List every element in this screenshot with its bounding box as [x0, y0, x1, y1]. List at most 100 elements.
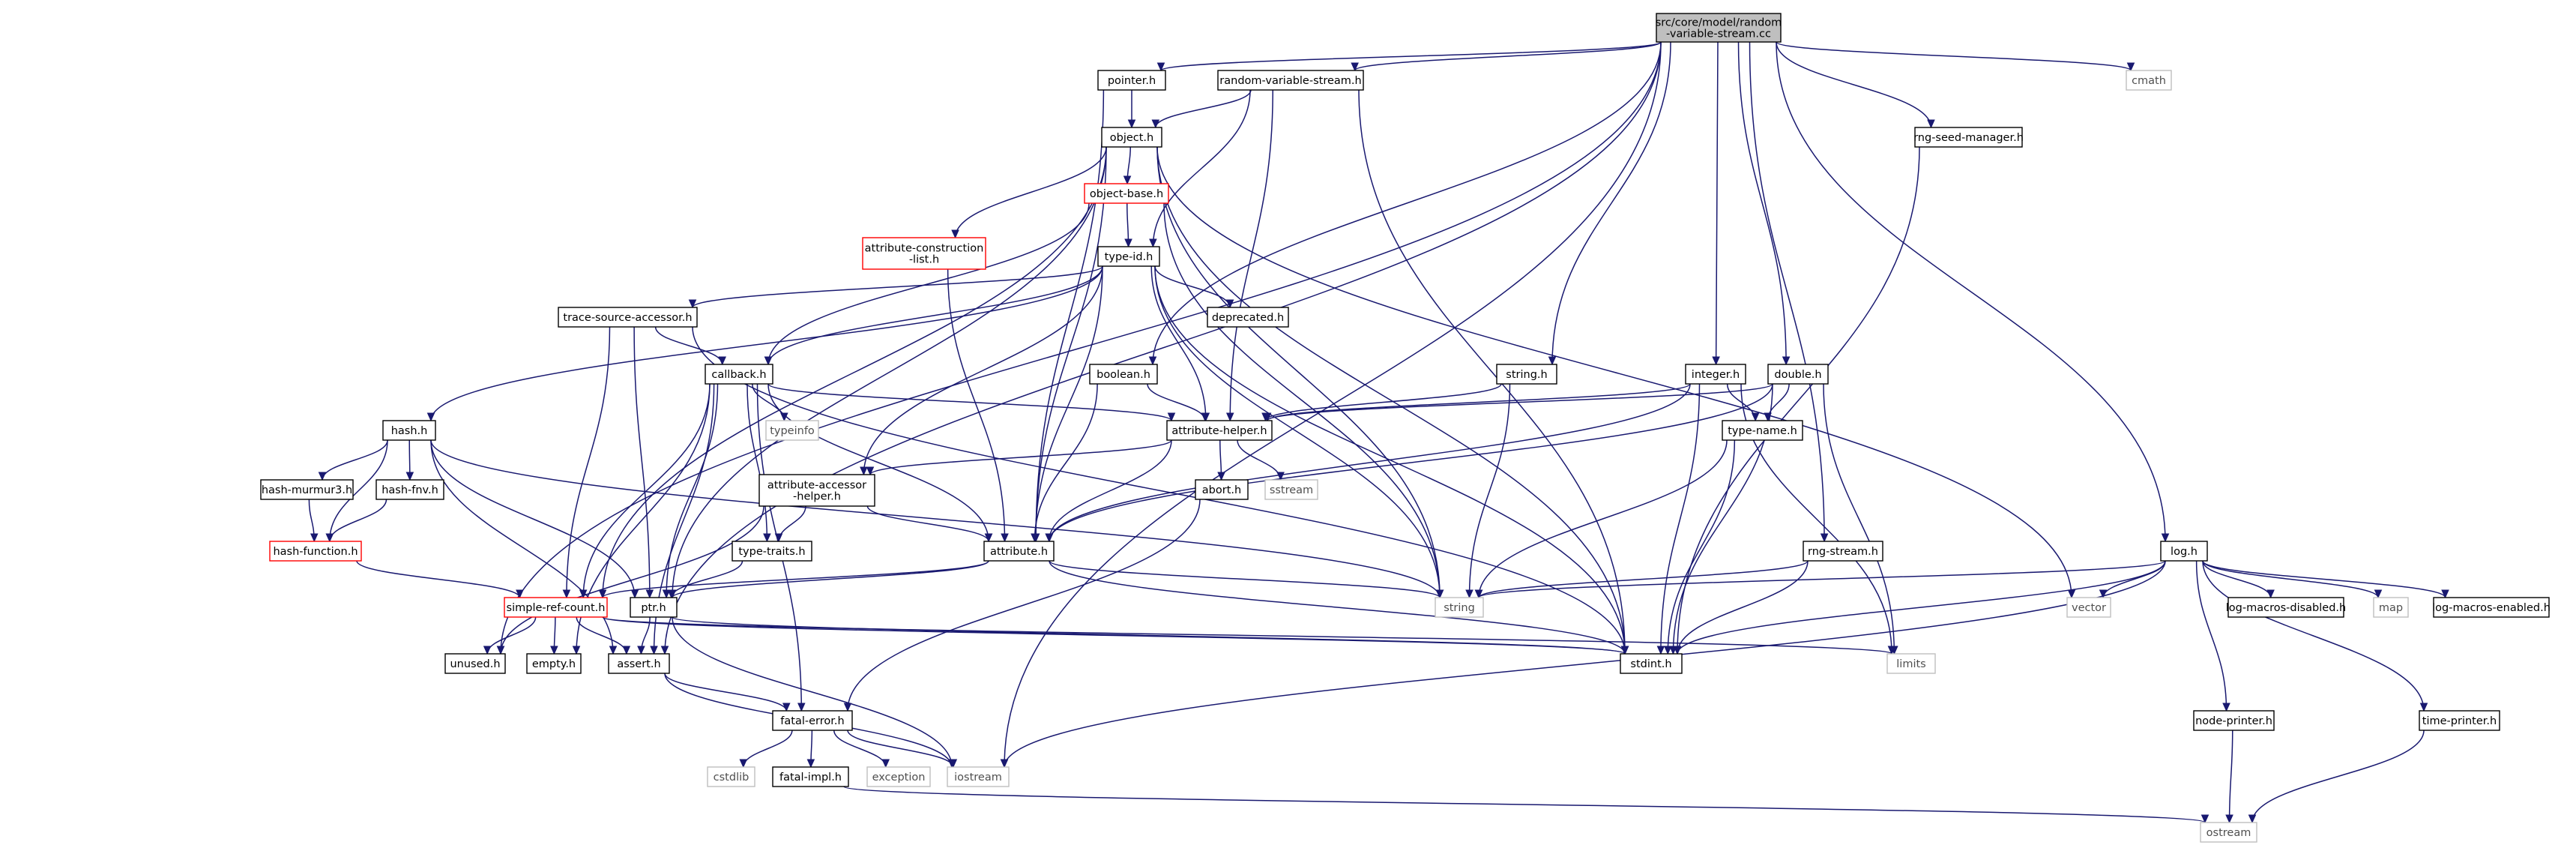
node-type-traits-h[interactable]: type-traits.h	[732, 541, 812, 562]
edge-arrowhead	[645, 589, 654, 599]
edge-simple_ref_count_h-to-unused_h	[486, 616, 537, 655]
edge-type_id_h-to-attribute_helper_h	[1150, 265, 1207, 421]
node-abort-h[interactable]: abort.h	[1195, 479, 1249, 500]
node-label: exception	[872, 772, 926, 784]
edge-arrowhead	[764, 356, 773, 366]
node-limits[interactable]: limits	[1886, 653, 1936, 674]
node-string[interactable]: string	[1435, 597, 1484, 618]
edge-hash_h-to-hash_murmur3_h	[322, 439, 388, 481]
edge-root-to-boolean_h	[1152, 41, 1662, 365]
node-boolean-h[interactable]: boolean.h	[1089, 364, 1158, 385]
edge-callback_h-to-simple_ref_count_h	[582, 383, 711, 598]
node-ptr-h[interactable]: ptr.h	[630, 597, 678, 618]
edge-string_h-to-attribute_helper_h	[1264, 383, 1502, 421]
node-log-macros-enabled-h[interactable]: log-macros-enabled.h	[2432, 597, 2551, 618]
edge-arrowhead	[2161, 533, 2170, 543]
node-box	[558, 307, 698, 328]
node-stdint-h[interactable]: stdint.h	[1620, 653, 1683, 674]
node-fatal-error-h[interactable]: fatal-error.h	[772, 710, 853, 731]
edge-arrowhead	[739, 759, 748, 769]
node-label: ostream	[2207, 827, 2251, 839]
node-object-h[interactable]: object.h	[1101, 127, 1162, 148]
node-box	[2433, 597, 2550, 618]
node-double-h[interactable]: double.h	[1767, 364, 1829, 385]
edge-arrowhead	[688, 299, 697, 309]
node-rng-stream-h[interactable]: rng-stream.h	[1803, 541, 1883, 562]
node-assert-h[interactable]: assert.h	[608, 653, 670, 674]
edge-arrowhead	[1263, 412, 1272, 422]
node-box	[1722, 420, 1803, 441]
edge-attribute_h-to-ptr_h	[672, 560, 989, 598]
edge-trace_source_accessor_h-to-callback_h	[654, 326, 723, 365]
node-trace-source-accessor-h[interactable]: trace-source-accessor.h	[558, 307, 698, 328]
node-type-id-h[interactable]: type-id.h	[1097, 246, 1160, 267]
node-box	[608, 653, 670, 674]
node-label: sstream	[1270, 484, 1313, 496]
node-typeinfo[interactable]: typeinfo	[765, 420, 819, 441]
edge-arrowhead	[1167, 412, 1176, 422]
node-box	[1496, 364, 1557, 385]
edge-type_id_h-to-hash_h	[430, 265, 1103, 421]
node-label: limits	[1896, 658, 1925, 670]
edge-type_id_h-to-attribute_h	[1034, 265, 1103, 542]
node-sstream[interactable]: sstream	[1264, 479, 1318, 500]
node-attribute-helper-h[interactable]: attribute-helper.h	[1166, 420, 1273, 441]
edge-arrowhead	[572, 646, 581, 655]
node-simple-ref-count-h[interactable]: simple-ref-count.h	[504, 597, 608, 618]
node-label: type-traits.h	[738, 546, 805, 558]
node-hash-murmur3-h[interactable]: hash-murmur3.h	[260, 479, 354, 500]
node-cstdlib[interactable]: cstdlib	[707, 766, 755, 787]
node-string-h[interactable]: string.h	[1496, 364, 1557, 385]
node-root[interactable]: src/core/model/random-variable-stream.cc	[1656, 13, 1782, 43]
node-type-name-h[interactable]: type-name.h	[1722, 420, 1803, 441]
node-object-base-h[interactable]: object-base.h	[1084, 183, 1169, 204]
node-attribute-accessor-helper-h[interactable]: attribute-accessor-helper.h	[758, 474, 875, 507]
edge-callback_h-to-type_traits_h	[746, 383, 768, 542]
node-fatal-impl-h[interactable]: fatal-impl.h	[772, 766, 849, 787]
edge-arrowhead	[496, 646, 505, 655]
edge-root-to-string_h	[1551, 41, 1671, 365]
edge-random_variable_stream_h-to-type_id_h	[1152, 89, 1251, 247]
edge-boolean_h-to-attribute_h	[1034, 383, 1098, 542]
node-ostream[interactable]: ostream	[2200, 822, 2257, 843]
edge-attribute_h-to-simple_ref_count_h	[602, 560, 989, 598]
node-random-variable-stream-h[interactable]: random-variable-stream.h	[1217, 70, 1364, 91]
edge-log_h-to-log_macros_enabled_h	[2202, 560, 2446, 598]
node-attribute-construction-list-h[interactable]: attribute-construction-list.h	[862, 237, 986, 270]
node-exception[interactable]: exception	[866, 766, 931, 787]
node-cmath[interactable]: cmath	[2126, 70, 2172, 91]
node-hash-h[interactable]: hash.h	[382, 420, 436, 441]
node-time-printer-h[interactable]: time-printer.h	[2419, 710, 2500, 731]
node-box	[1097, 70, 1166, 91]
node-iostream[interactable]: iostream	[947, 766, 1010, 787]
edge-callback_h-to-attribute_h	[767, 383, 989, 542]
edge-ptr_h-to-stdint_h	[672, 616, 1626, 655]
node-label: deprecated.h	[1212, 312, 1284, 324]
node-callback-h[interactable]: callback.h	[705, 364, 773, 385]
node-empty-h[interactable]: empty.h	[526, 653, 582, 674]
node-deprecated-h[interactable]: deprecated.h	[1207, 307, 1289, 328]
node-log-macros-disabled-h[interactable]: log-macros-disabled.h	[2226, 597, 2346, 618]
node-rng-seed-manager-h[interactable]: rng-seed-manager.h	[1913, 127, 2024, 148]
edge-assert_h-to-fatal_error_h	[664, 673, 788, 712]
node-box	[1207, 307, 1289, 328]
node-attribute-h[interactable]: attribute.h	[983, 541, 1055, 562]
edge-fatal_error_h-to-cstdlib	[743, 730, 793, 768]
node-hash-function-h[interactable]: hash-function.h	[269, 541, 362, 562]
node-label: boolean.h	[1097, 369, 1150, 381]
node-unused-h[interactable]: unused.h	[444, 653, 506, 674]
node-hash-fnv-h[interactable]: hash-fnv.h	[375, 479, 444, 500]
node-node-printer-h[interactable]: node-printer.h	[2193, 710, 2275, 731]
edge-root-to-cmath	[1776, 41, 2132, 71]
node-log-h[interactable]: log.h	[2160, 541, 2208, 562]
node-integer-h[interactable]: integer.h	[1685, 364, 1746, 385]
edge-arrowhead	[1276, 472, 1285, 481]
node-pointer-h[interactable]: pointer.h	[1097, 70, 1166, 91]
edge-type_traits_h-to-ptr_h	[670, 560, 743, 598]
node-label: string.h	[1506, 369, 1547, 381]
node-box	[2126, 70, 2172, 91]
edge-arrowhead	[763, 533, 771, 543]
edge-root-to-rng_seed_manager_h	[1776, 41, 1932, 128]
node-map[interactable]: map	[2373, 597, 2409, 618]
node-vector[interactable]: vector	[2066, 597, 2111, 618]
